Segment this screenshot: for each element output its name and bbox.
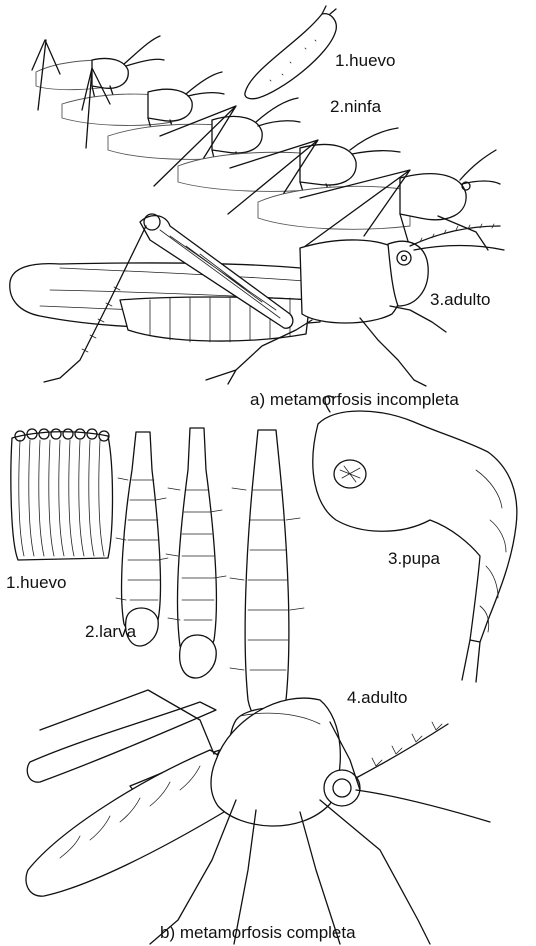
mosquito-egg-raft: [11, 429, 113, 560]
larva-stage: [166, 428, 226, 678]
label-egg-a: 1.huevo: [335, 51, 396, 70]
caption-a: a) metamorfosis incompleta: [250, 390, 459, 409]
label-nymph-a: 2.ninfa: [330, 97, 382, 116]
label-larva-b: 2.larva: [85, 622, 137, 641]
label-egg-b: 1.huevo: [6, 573, 67, 592]
label-adult-a: 3.adulto: [430, 290, 491, 309]
larva-stage: [116, 432, 168, 646]
label-adult-b: 4.adulto: [347, 688, 408, 707]
grasshopper-egg: [245, 6, 336, 99]
caption-b: b) metamorfosis completa: [160, 923, 356, 942]
mosquito-adult: [26, 690, 490, 944]
mosquito-pupa: [313, 396, 517, 682]
label-pupa-b: 3.pupa: [388, 549, 441, 568]
